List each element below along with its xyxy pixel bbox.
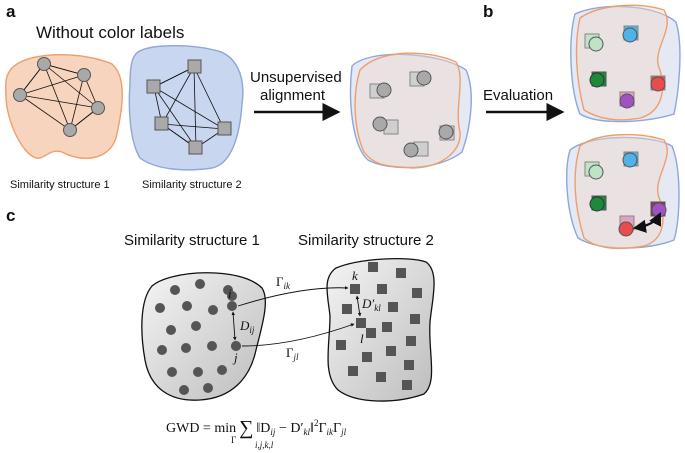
graph-node-square bbox=[154, 116, 169, 131]
gwd-formula: GWD = min∑‖Dij − D′kl‖2ΓikΓjl bbox=[166, 417, 347, 439]
structure-1-nodes bbox=[13, 57, 105, 137]
gamma-ik-arrow bbox=[237, 286, 349, 307]
aligned-overlay bbox=[349, 52, 472, 169]
graph-node bbox=[63, 123, 77, 137]
graph-node bbox=[91, 101, 105, 115]
panel-c-structure-2-label: Similarity structure 2 bbox=[298, 232, 434, 249]
point-l-marker bbox=[356, 318, 366, 328]
graph-node-square bbox=[187, 59, 202, 74]
panel-a-title: Without color labels bbox=[36, 23, 184, 42]
gamma-jl-arrow bbox=[241, 323, 355, 347]
d-kl-arrow bbox=[355, 295, 362, 317]
graph-node-square bbox=[146, 79, 161, 94]
graph-node bbox=[77, 68, 91, 82]
structure-2-nodes bbox=[146, 59, 232, 155]
gamma-jl-label: Γjl bbox=[286, 345, 299, 362]
alignment-label-line1: Unsupervised bbox=[250, 69, 342, 86]
point-i-label: i bbox=[228, 286, 232, 301]
gwd-min-subscript: Γ bbox=[231, 435, 236, 445]
gamma-ik-label: Γik bbox=[276, 274, 291, 291]
d-kl-label: D′kl bbox=[361, 296, 381, 313]
swap-arrow bbox=[632, 212, 661, 233]
evaluation-label: Evaluation bbox=[483, 87, 553, 104]
evaluation-swapped-overlay bbox=[566, 133, 680, 250]
graph-node bbox=[13, 88, 27, 102]
graph-node bbox=[37, 57, 51, 71]
point-l-label: l bbox=[360, 331, 364, 346]
structure-2-points bbox=[336, 262, 422, 390]
point-j-marker bbox=[231, 341, 241, 351]
point-i-marker bbox=[227, 301, 237, 311]
point-k-marker bbox=[350, 284, 360, 294]
evaluation-correct-overlay bbox=[570, 4, 681, 123]
similarity-structure-1-blob bbox=[4, 54, 123, 159]
d-ij-arrow bbox=[231, 311, 237, 341]
panel-letter-c: c bbox=[6, 206, 15, 225]
point-k-label: k bbox=[352, 268, 358, 283]
alignment-label-line2: alignment bbox=[260, 87, 326, 104]
similarity-structure-2-blob bbox=[128, 45, 244, 171]
panel-a-structure-2-label: Similarity structure 2 bbox=[142, 179, 242, 191]
gwd-sum-subscript: i,j,k,l bbox=[255, 440, 274, 450]
panel-letter-b: b bbox=[483, 2, 493, 21]
graph-node-square bbox=[188, 140, 203, 155]
structure-1-points bbox=[155, 279, 241, 395]
graph-node-square bbox=[217, 121, 232, 136]
panel-c-structure-1-label: Similarity structure 1 bbox=[124, 232, 260, 249]
panel-c-structure-1-blob bbox=[141, 272, 266, 401]
d-ij-label: Dij bbox=[239, 318, 255, 335]
panel-letter-a: a bbox=[6, 2, 16, 21]
point-j-label: j bbox=[232, 350, 238, 365]
panel-a-structure-1-label: Similarity structure 1 bbox=[10, 179, 110, 191]
